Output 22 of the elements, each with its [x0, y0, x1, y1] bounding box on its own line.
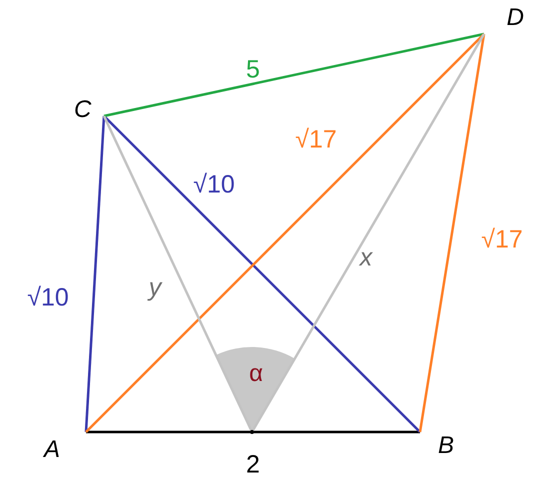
edge-label: √17 [481, 228, 523, 252]
vertex-label: C [74, 98, 92, 122]
line-segment [85, 33, 485, 433]
line-segment [102, 115, 254, 433]
vertex-label: A [44, 438, 60, 462]
edge-label: √10 [27, 286, 69, 310]
midpoint [250, 430, 254, 434]
vertex-label: D [506, 6, 524, 30]
edge-label: y [148, 276, 162, 300]
vertex-label: B [438, 434, 454, 458]
line-segment [84, 116, 106, 432]
edge-label: 5 [246, 58, 260, 82]
edge-label: 2 [246, 452, 260, 478]
line-segment [103, 115, 421, 433]
line-segment [418, 34, 486, 432]
line-segment [86, 430, 420, 434]
edge-label: x [360, 246, 372, 270]
line-segment [104, 32, 484, 118]
edge-label: √10 [193, 172, 235, 198]
line-segment [250, 33, 486, 433]
edge-label: √17 [295, 128, 337, 152]
angle-label: α [249, 362, 263, 386]
